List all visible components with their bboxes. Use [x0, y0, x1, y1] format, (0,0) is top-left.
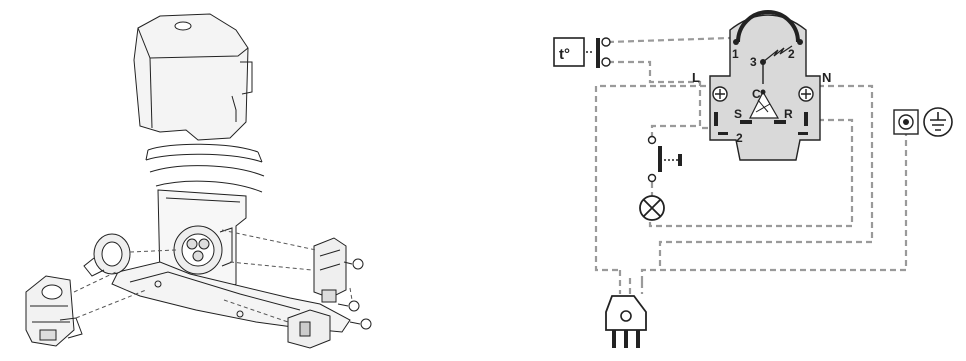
pin-S-label: S	[734, 107, 742, 121]
tab-R	[774, 120, 786, 124]
compressor-cover	[133, 13, 253, 141]
wire-L-loop	[594, 84, 716, 272]
screws	[337, 258, 372, 330]
compressor-body	[145, 143, 265, 193]
wire-R	[648, 118, 854, 228]
pin-R-label: R	[784, 107, 793, 121]
thermostat-label: t°	[559, 46, 570, 63]
wiring-diagram: L N 1 2 3 C S R 2 t°	[553, 10, 953, 348]
lamp-icon	[639, 195, 665, 221]
door-switch-icon	[647, 135, 682, 183]
wire-lamp-switch	[650, 124, 700, 138]
screw-N-icon	[798, 86, 814, 102]
wire-thermostat-top	[607, 36, 731, 44]
ptc-starter	[83, 233, 131, 277]
wire-N-loop	[658, 84, 874, 268]
screw-L-icon	[712, 86, 728, 102]
mounting-bracket	[157, 189, 247, 295]
terminal-L-label: L	[692, 70, 700, 85]
thermostat-icon: t°	[553, 37, 611, 68]
assembly-guide-lines	[73, 229, 353, 323]
terminal-N-label: N	[822, 70, 831, 85]
overload-protector-body	[709, 10, 821, 161]
wires	[594, 36, 908, 294]
contact-3-label: 3	[750, 55, 757, 69]
wire-ground	[640, 130, 908, 282]
contact-2-label: 2	[788, 47, 795, 61]
wire-thermostat-bottom	[608, 60, 710, 130]
overload-protector	[25, 275, 83, 347]
ground-icon	[923, 107, 953, 137]
tab-S	[740, 120, 752, 124]
contact-1-label: 1	[732, 47, 739, 61]
mounting-plate	[111, 261, 351, 333]
contact-2-lower-label: 2	[736, 131, 743, 145]
plug-icon	[605, 295, 647, 348]
exploded-view	[25, 13, 372, 349]
bimetal-arc	[736, 10, 800, 43]
terminal-block	[287, 237, 347, 349]
ground-terminal-icon	[893, 109, 919, 135]
pin-C-label: C	[752, 87, 761, 101]
